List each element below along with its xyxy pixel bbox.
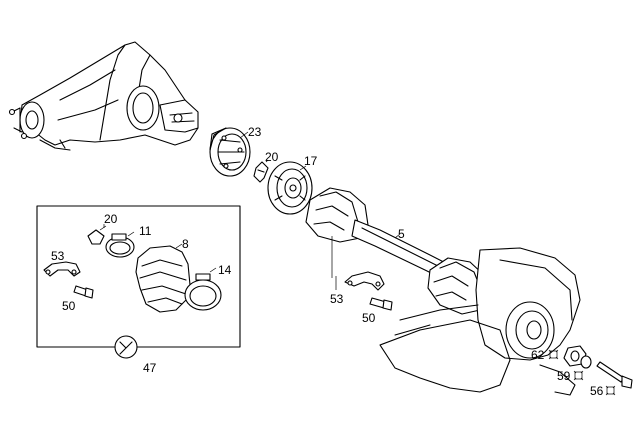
- part-14-clamp: [184, 267, 222, 311]
- part-23-flange: [209, 127, 251, 177]
- callout-5: 5: [398, 227, 405, 241]
- differential-housing: [8, 41, 199, 151]
- part-17-cv-joint: [267, 161, 313, 215]
- part-59-washer: [580, 355, 592, 369]
- callout-59: 59: [557, 369, 571, 383]
- callout-50-kit: 50: [62, 299, 76, 313]
- callout-labels: 23 20 17 5 20 11 8 14 53 50 53 50 47 62 …: [51, 125, 604, 398]
- part-50-bolt-right: [369, 297, 393, 311]
- callout-50-right: 50: [362, 311, 376, 325]
- part-47-wrench-tool: [114, 335, 138, 359]
- callout-20-upper: 20: [265, 150, 279, 164]
- boot-kit-box: [36, 205, 241, 359]
- part-56-bolt: [596, 361, 633, 389]
- callout-14: 14: [218, 263, 232, 277]
- callout-23: 23: [248, 125, 262, 139]
- part-11-clamp: [105, 231, 135, 258]
- callout-17: 17: [304, 154, 318, 168]
- part-53-retainer-right: [344, 271, 385, 291]
- wheel-hub-carrier: [379, 247, 581, 396]
- part-50-bolt-kit: [73, 285, 94, 299]
- callout-11: 11: [139, 224, 152, 238]
- leader-lines: [103, 224, 337, 290]
- replace-marker-62: [548, 349, 559, 360]
- part-20-clip-upper: [253, 159, 269, 183]
- part-53-retainer-kit: [43, 261, 81, 277]
- part-8-boot: [135, 243, 191, 313]
- callout-8: 8: [182, 237, 189, 251]
- callout-56: 56: [590, 384, 604, 398]
- callout-20-kit: 20: [104, 212, 118, 226]
- callout-53-kit: 53: [51, 249, 65, 263]
- replace-marker-56: [605, 385, 616, 396]
- replace-marker-59: [573, 370, 584, 381]
- part-20-clip-kit: [87, 225, 107, 245]
- callout-47: 47: [143, 361, 157, 375]
- callout-62: 62: [531, 348, 545, 362]
- callout-53-right: 53: [330, 292, 344, 306]
